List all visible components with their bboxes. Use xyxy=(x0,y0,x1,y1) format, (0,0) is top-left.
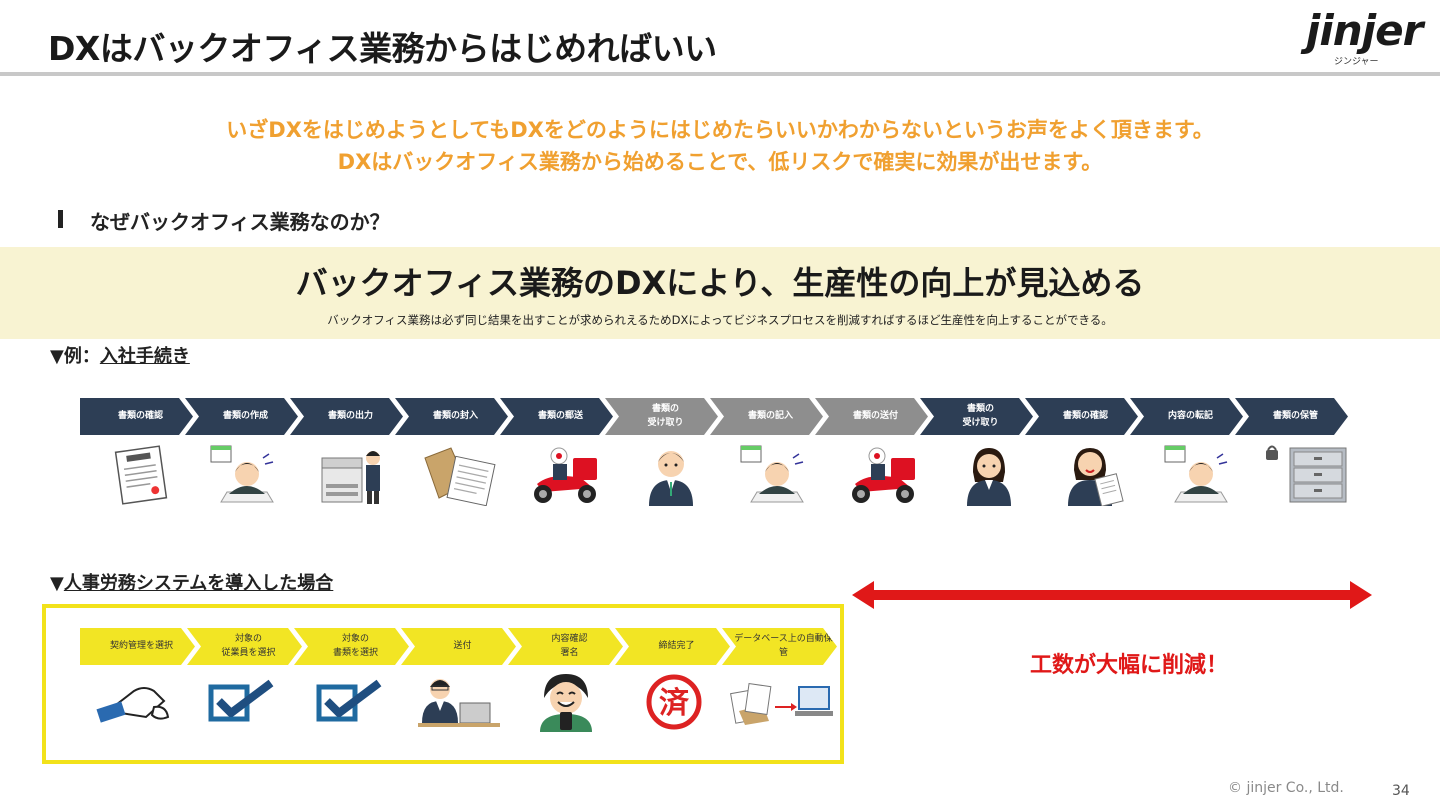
checkbox-icon xyxy=(188,672,296,732)
band-headline: バックオフィス業務のDXにより、生産性の向上が見込める xyxy=(0,258,1440,304)
system-step-1: 契約管理を選択 xyxy=(80,628,195,665)
manual-process-icons xyxy=(88,442,1360,508)
system-prefix: ▼ xyxy=(50,573,64,594)
manual-step-label: 書類の送付 xyxy=(845,410,898,424)
contract-document-icon xyxy=(88,442,194,508)
stressed-worker-icon xyxy=(194,442,300,508)
band-subtext: バックオフィス業務は必ず同じ結果を出すことが求められえるためDXによってビジネス… xyxy=(0,312,1440,328)
manual-step-label: 書類の保管 xyxy=(1265,410,1318,424)
manual-step-12: 書類の保管 xyxy=(1235,398,1348,435)
database-transfer-icon xyxy=(728,672,836,732)
lead-line-2: DXはバックオフィス業務から始めることで、低リスクで確実に効果が出せます。 xyxy=(0,146,1440,176)
example-label: ▼例：入社手続き xyxy=(50,342,190,368)
stressed-worker-icon xyxy=(1148,442,1254,508)
stressed-worker-icon xyxy=(724,442,830,508)
system-step-label: 対象の 書類を選択 xyxy=(325,633,378,660)
system-step-5: 内容確認 署名 xyxy=(508,628,623,665)
copyright: © jinjer Co., Ltd. xyxy=(1228,780,1344,796)
system-step-label: 内容確認 署名 xyxy=(543,633,587,660)
system-step-6: 締結完了 xyxy=(615,628,730,665)
jinjer-logo: jinjer ジンジャー xyxy=(1300,2,1420,70)
click-hand-icon xyxy=(80,672,188,732)
manual-step-label: 書類の 受け取り xyxy=(954,403,998,430)
system-label: ▼人事労務システムを導入した場合 xyxy=(50,569,333,595)
system-step-3: 対象の 書類を選択 xyxy=(294,628,409,665)
manual-step-1: 書類の確認 xyxy=(80,398,193,435)
slide-title: DXはバックオフィス業務からはじめればいい xyxy=(48,22,717,70)
logo-wordmark: jinjer xyxy=(1306,6,1422,55)
laptop-worker-icon xyxy=(404,672,512,732)
system-step-label: 送付 xyxy=(445,640,471,654)
manual-step-label: 書類の作成 xyxy=(215,410,268,424)
stamp-character: 済 xyxy=(659,686,690,721)
double-arrow-icon xyxy=(852,579,1372,611)
manual-step-11: 内容の転記 xyxy=(1130,398,1243,435)
example-title: 入社手続き xyxy=(100,346,190,367)
system-step-label: 締結完了 xyxy=(650,640,694,654)
system-process-icons: 済 xyxy=(80,672,836,732)
manual-step-5: 書類の郵送 xyxy=(500,398,613,435)
file-cabinet-icon xyxy=(1254,442,1360,508)
system-title: 人事労務システムを導入した場合 xyxy=(64,573,333,594)
system-step-4: 送付 xyxy=(401,628,516,665)
manual-step-8: 書類の送付 xyxy=(815,398,928,435)
copier-icon xyxy=(300,442,406,508)
smartphone-user-icon xyxy=(512,672,620,732)
employee-woman-icon xyxy=(936,442,1042,508)
reading-woman-icon xyxy=(1042,442,1148,508)
system-process-flow: 契約管理を選択対象の 従業員を選択対象の 書類を選択送付内容確認 署名締結完了デ… xyxy=(80,628,829,665)
section-question: なぜバックオフィス業務なのか？ xyxy=(90,206,390,235)
logo-subtitle: ジンジャー xyxy=(1334,54,1379,67)
delivery-scooter-icon xyxy=(512,442,618,508)
manual-step-label: 書類の記入 xyxy=(740,410,793,424)
manual-step-label: 書類の確認 xyxy=(110,410,163,424)
manual-step-9: 書類の 受け取り xyxy=(920,398,1033,435)
manual-step-label: 書類の封入 xyxy=(425,410,478,424)
lead-line-1: いざDXをはじめようとしてもDXをどのようにはじめたらいいかわからないというお声… xyxy=(0,114,1440,144)
manual-step-7: 書類の記入 xyxy=(710,398,823,435)
manual-step-label: 書類の郵送 xyxy=(530,410,583,424)
system-step-label: 対象の 従業員を選択 xyxy=(213,633,275,660)
system-step-label: データベース上の自動保 管 xyxy=(726,633,833,660)
example-prefix: ▼例： xyxy=(50,346,100,367)
bullet-bar xyxy=(58,210,63,228)
system-step-2: 対象の 従業員を選択 xyxy=(187,628,302,665)
manual-step-4: 書類の封入 xyxy=(395,398,508,435)
manual-step-label: 書類の 受け取り xyxy=(639,403,683,430)
manual-step-label: 書類の確認 xyxy=(1055,410,1108,424)
manual-step-label: 書類の出力 xyxy=(320,410,373,424)
title-divider xyxy=(0,72,1440,76)
employee-icon xyxy=(618,442,724,508)
checkbox-icon xyxy=(296,672,404,732)
manual-step-2: 書類の作成 xyxy=(185,398,298,435)
manual-step-6: 書類の 受け取り xyxy=(605,398,718,435)
delivery-scooter-icon xyxy=(830,442,936,508)
system-step-label: 契約管理を選択 xyxy=(102,640,173,654)
manual-step-10: 書類の確認 xyxy=(1025,398,1138,435)
done-stamp-icon: 済 xyxy=(620,672,728,732)
manual-process-flow: 書類の確認 書類の作成 書類の出力 書類の封入 書類の郵送 書類の 受け取り 書類の記入 書類… xyxy=(80,398,1340,435)
manual-step-3: 書類の出力 xyxy=(290,398,403,435)
manual-step-label: 内容の転記 xyxy=(1160,410,1213,424)
result-text: 工数が大幅に削減！ xyxy=(1030,647,1228,679)
system-step-7: データベース上の自動保 管 xyxy=(722,628,837,665)
envelope-icon xyxy=(406,442,512,508)
page-number: 34 xyxy=(1392,783,1410,799)
